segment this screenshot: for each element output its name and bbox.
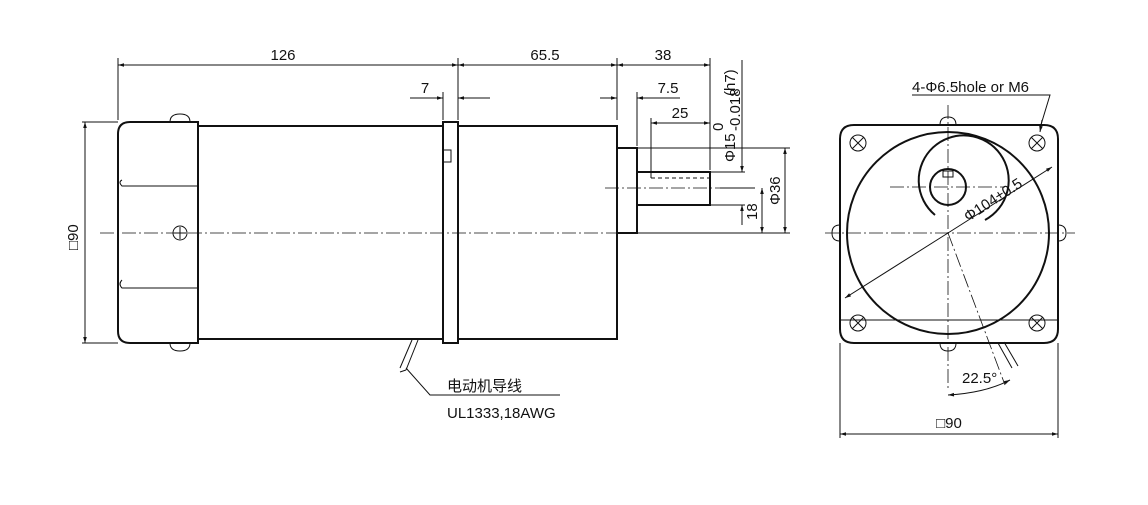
dim-38: 38 [655,47,672,64]
dim-65-5: 65.5 [530,47,559,64]
lead-wire-spec: UL1333,18AWG [447,405,556,422]
pilot [616,147,638,234]
lead-wire-label: 电动机导线 [447,378,522,395]
front-lead-wire [997,341,1019,369]
cap-seams [119,179,198,289]
dim-square-90-side: □90 [65,224,82,250]
dim-phi36: Φ36 [767,176,784,205]
shaft-fit: (h7) [722,69,739,96]
angle-label: 22.5° [962,370,997,387]
dim-shaft-diameter: Φ15 0 -0.018 (h7) [710,69,744,162]
side-view: 126 65.5 38 7 7.5 25 Φ15 0 -0.018 (h7) 1… [65,47,790,422]
cap-tabs [169,113,191,352]
square-flange [839,124,1059,344]
dim-square-90-front: □90 [936,415,962,432]
shaft-tol-lower: -0.018 [727,88,744,131]
dim-7: 7 [421,80,429,97]
gear-arc [917,134,1010,221]
lead-wire [399,339,419,373]
motor-body [197,125,444,340]
output-shaft [636,171,711,206]
hole-label: 4-Φ6.5hole or M6 [912,79,1029,96]
shaft-dia-main: Φ15 [722,133,739,162]
motor-end-cap [117,121,199,344]
screw-icon [172,225,188,241]
front-view: 4-Φ6.5hole or M6 Φ104±0.5 22.5° □90 [825,79,1075,438]
gearhead-body [457,125,618,340]
shaft-tol-upper: 0 [710,123,727,131]
dim-7-5: 7.5 [658,80,679,97]
mounting-holes [849,134,1046,332]
dim-18: 18 [744,203,761,220]
dim-25: 25 [672,105,689,122]
dim-126: 126 [270,47,295,64]
pcd-label: Φ104±0.5 [961,175,1026,225]
